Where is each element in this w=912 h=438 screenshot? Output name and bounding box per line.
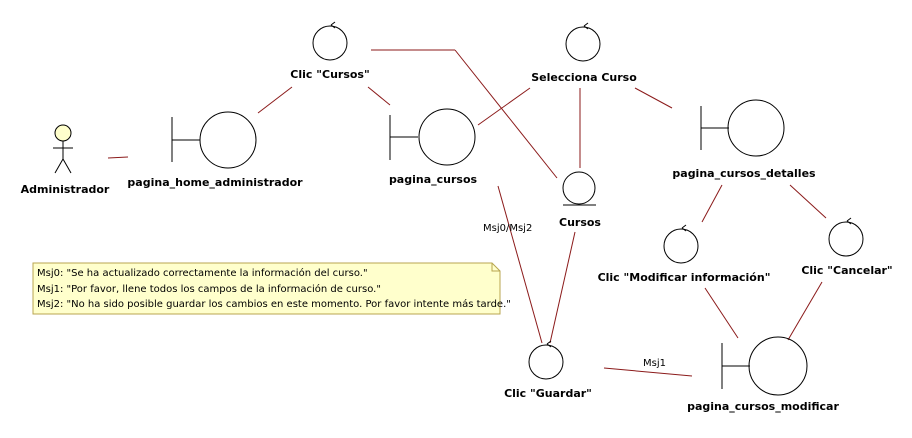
link-home-clic-cursos xyxy=(257,86,293,114)
boundary-pagina-cursos-detalles[interactable]: pagina_cursos_detalles xyxy=(672,99,816,180)
actor-head xyxy=(54,124,72,142)
control-label: Clic "Modificar información" xyxy=(598,271,771,284)
control-clic-cursos[interactable]: Clic "Cursos" xyxy=(290,21,370,81)
control-selecciona-curso[interactable]: Selecciona Curso xyxy=(531,22,637,84)
control-clic-modificar-informacion[interactable]: Clic "Modificar información" xyxy=(598,224,771,284)
message-label-msj1: Msj1 xyxy=(643,358,666,369)
note-messages[interactable]: Msj0: "Se ha actualizado correctamente l… xyxy=(32,262,511,315)
link-actor-home xyxy=(107,156,129,159)
note-line-msj1: Msj1: "Por favor, llene todos los campos… xyxy=(37,283,381,295)
boundary-label: pagina_cursos_detalles xyxy=(672,167,816,180)
control-clic-guardar[interactable]: Clic "Guardar" xyxy=(504,340,592,400)
entity-label: Cursos xyxy=(559,216,601,229)
link-cancelar-pagina-modificar xyxy=(787,281,823,341)
link-clic-cursos-pagina-cursos xyxy=(367,86,391,106)
actor-label: Administrador xyxy=(21,183,110,196)
control-clic-cancelar[interactable]: Clic "Cancelar" xyxy=(801,217,893,277)
boundary-label: pagina_cursos xyxy=(389,173,478,186)
link-pagina-cursos-guardar xyxy=(497,185,543,344)
actor-administrador[interactable]: Administrador xyxy=(21,124,110,196)
note-line-msj2: Msj2: "No ha sido posible guardar los ca… xyxy=(37,298,511,310)
boundary-pagina-home-administrador[interactable]: pagina_home_administrador xyxy=(127,111,303,189)
link-detalles-cancelar xyxy=(789,184,827,219)
boundary-label: pagina_home_administrador xyxy=(127,176,303,189)
control-label: Clic "Guardar" xyxy=(504,387,592,400)
link-entity-guardar xyxy=(549,231,576,344)
boundary-pagina-cursos[interactable]: pagina_cursos xyxy=(389,108,478,186)
link-clic-cursos-entity-b xyxy=(454,49,558,179)
entity-cursos[interactable]: Cursos xyxy=(559,171,601,229)
note-line-msj0: Msj0: "Se ha actualizado correctamente l… xyxy=(37,267,368,279)
message-label-msj0-msj2: Msj0/Msj2 xyxy=(483,223,532,234)
boundary-label: pagina_cursos_modificar xyxy=(687,400,839,413)
note-box xyxy=(32,262,501,315)
link-selecciona-detalles xyxy=(634,87,673,109)
link-guardar-pagina-modificar xyxy=(603,367,693,377)
control-label: Clic "Cursos" xyxy=(290,68,369,81)
link-modificar-pagina-modificar xyxy=(704,287,739,339)
link-detalles-modificar xyxy=(701,184,723,223)
control-label: Selecciona Curso xyxy=(531,71,637,84)
boundary-pagina-cursos-modificar[interactable]: pagina_cursos_modificar xyxy=(687,336,839,413)
control-label: Clic "Cancelar" xyxy=(801,264,892,277)
link-pagina-cursos-selecciona xyxy=(477,87,531,126)
association-links xyxy=(107,49,827,377)
note-fold xyxy=(491,263,500,272)
